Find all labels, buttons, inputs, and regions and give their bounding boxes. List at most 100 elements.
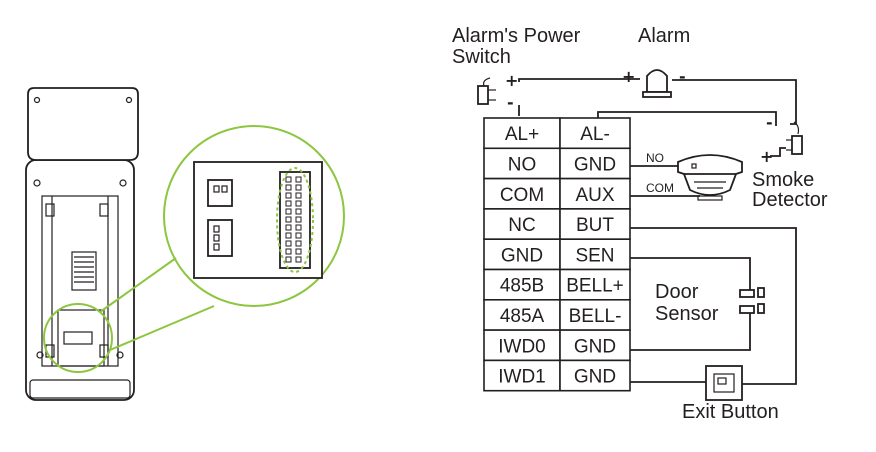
terminal-cell [483, 268, 561, 301]
terminal-label-left: IWD0 [498, 336, 546, 357]
exit-button-label: Exit Button [682, 401, 779, 423]
header-pin [295, 224, 302, 231]
terminal-label-left: IWD1 [498, 367, 546, 388]
terminal-cell [559, 329, 631, 362]
alarm-power-switch-label-line2: Switch [452, 46, 511, 68]
door-sensor-icon [739, 287, 765, 314]
wire-al-minus [597, 111, 777, 126]
header-pin [285, 256, 292, 263]
terminal-cell [559, 238, 631, 271]
header-pin [295, 248, 302, 255]
terminal-label-right: SEN [575, 245, 614, 266]
header-pins [285, 176, 302, 263]
connector-highlight-circle [43, 303, 113, 373]
wires [518, 78, 797, 385]
connector-block [63, 331, 93, 345]
terminal-label-right: GND [574, 154, 616, 175]
zoom-leader-line [99, 257, 177, 313]
smoke-power-connector-icon [786, 121, 803, 155]
smoke-no-label: NO [646, 151, 664, 165]
door-sensor-label-line2: Sensor [655, 303, 719, 325]
header-pin [285, 240, 292, 247]
terminal-label-left: COM [500, 185, 544, 206]
smoke-com-label: COM [646, 181, 674, 195]
wire-sen [630, 257, 751, 290]
header-pin [295, 200, 302, 207]
header-pin [285, 200, 292, 207]
screw-hole [33, 96, 41, 104]
screw-hole [125, 96, 133, 104]
terminal-label-right: BELL- [569, 306, 622, 327]
screw-hole [36, 351, 44, 359]
device-top-flap [27, 87, 139, 161]
header-highlight [276, 167, 314, 273]
two-pin-connector [207, 179, 233, 207]
alarm-label: Alarm [638, 25, 690, 47]
header-pin [285, 224, 292, 231]
terminal-cell [483, 177, 561, 210]
screw-hole [116, 351, 124, 359]
clip [99, 203, 109, 217]
alarm-plus-sign: + [622, 67, 635, 86]
header-pin [285, 176, 292, 183]
connector-area [57, 309, 105, 367]
header-pin [295, 216, 302, 223]
wire-smoke-plus [770, 147, 786, 157]
terminal-label-left: NC [508, 215, 535, 236]
header-pin [285, 248, 292, 255]
header-pin [295, 192, 302, 199]
terminal-cell [483, 208, 561, 240]
wire-but [630, 227, 797, 385]
wire-gnd-door [630, 312, 751, 351]
smoke-detector-label: Smoke [752, 169, 814, 191]
header-pin [285, 192, 292, 199]
header-pin [295, 208, 302, 215]
wire-switch-to-alarm [518, 78, 640, 82]
wire-alarm-to-smoke [672, 79, 797, 125]
switch-plus-sign: + [505, 71, 518, 90]
terminal-cell [559, 298, 631, 331]
alarm-siren-icon [642, 69, 672, 98]
smoke-detector-icon [677, 154, 743, 201]
terminal-label-left: 485A [500, 306, 545, 327]
smoke-detector-label-line2: Detector [752, 189, 828, 211]
clip [45, 203, 55, 217]
terminal-label-right: BUT [576, 215, 614, 236]
speaker-grille [71, 251, 97, 291]
screw-hole [119, 179, 127, 187]
header-pin [295, 232, 302, 239]
exit-button-icon [705, 365, 743, 401]
header-pin [295, 176, 302, 183]
smoke-plus-sign: + [760, 147, 773, 166]
zoom-view [163, 125, 345, 307]
door-sensor-label: Door [655, 281, 699, 303]
smoke-minus-sign: - [766, 113, 773, 132]
zoom-leader-line [109, 305, 215, 351]
zoom-circle [163, 125, 345, 307]
terminal-label-left: 485B [500, 276, 544, 297]
device-bottom [29, 379, 131, 399]
header-pin [295, 184, 302, 191]
alarm-minus-sign: - [679, 67, 686, 86]
terminal-label-right: AL- [580, 124, 610, 145]
header-pin [285, 232, 292, 239]
terminal-cell [483, 117, 561, 150]
power-switch-icon [477, 77, 496, 105]
switch-minus-sign: - [507, 93, 514, 112]
terminal-label-right: GND [574, 367, 616, 388]
terminal-cell [559, 359, 631, 392]
header-pin [285, 208, 292, 215]
terminal-cell [559, 117, 631, 150]
terminal-label-left: GND [501, 245, 543, 266]
terminal-cell [559, 177, 631, 210]
terminal-label-right: BELL+ [566, 276, 624, 297]
header-pin [285, 216, 292, 223]
header-pin [295, 256, 302, 263]
device-illustration [25, 87, 139, 401]
terminal-label-left: NO [508, 154, 537, 175]
terminal-label-right: GND [574, 336, 616, 357]
header-pin [295, 240, 302, 247]
screw-hole [33, 179, 41, 187]
